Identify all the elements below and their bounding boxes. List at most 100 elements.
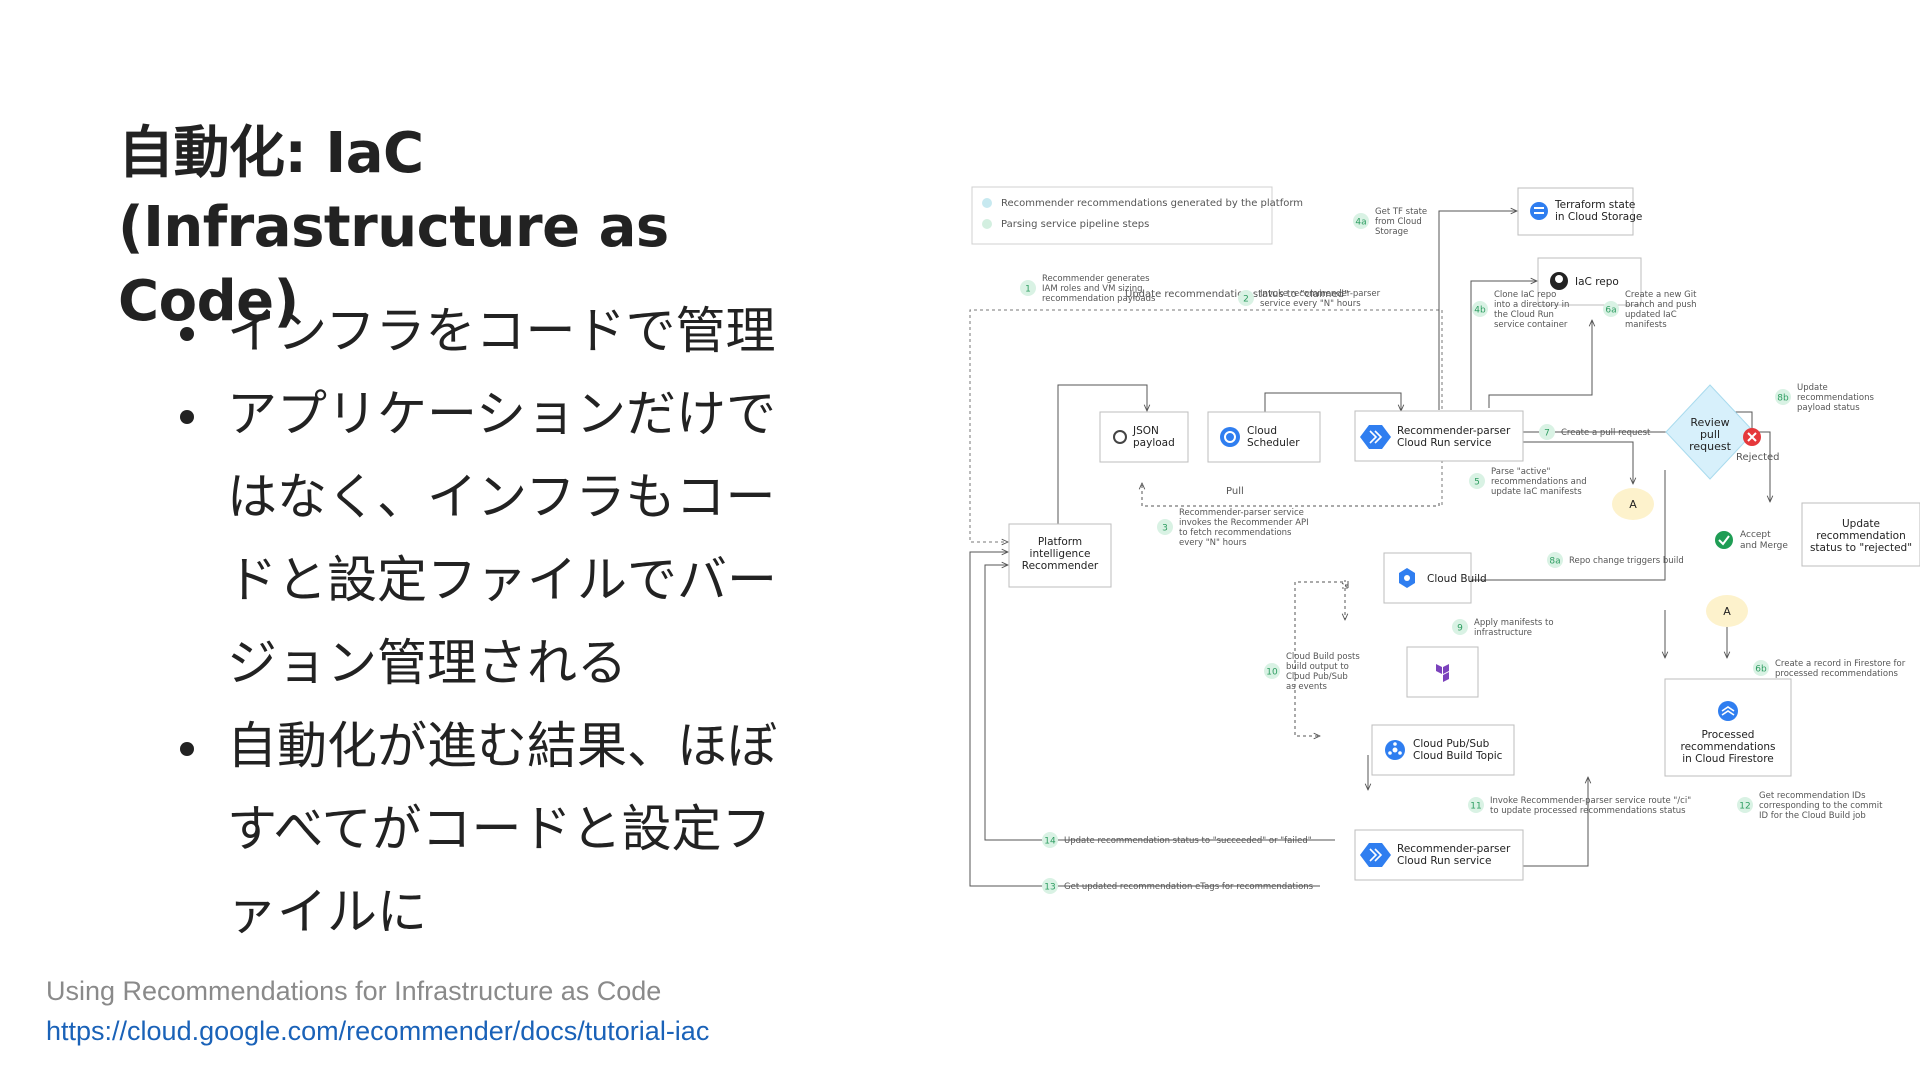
step-number-badge — [1775, 389, 1791, 405]
step-number: 6b — [1755, 665, 1767, 675]
node-review: Review pull request — [1665, 384, 1755, 480]
step-text: Clone IaC repo — [1494, 290, 1556, 300]
step-number: 4b — [1474, 306, 1486, 316]
svg-text:JSON: JSON — [1132, 425, 1159, 437]
step-text: Get recommendation IDs — [1759, 791, 1866, 801]
node-terraform-state: Terraform state in Cloud Storage — [1517, 187, 1642, 236]
step-text: Invoke Recommender-parser service route … — [1490, 796, 1691, 806]
svg-text:Scheduler: Scheduler — [1247, 437, 1300, 449]
bullet-item: インフラをコードで管理 — [180, 290, 810, 373]
scheduler-icon — [1220, 427, 1240, 447]
step-text: Create a pull request — [1561, 428, 1651, 438]
svg-text:in Cloud Storage: in Cloud Storage — [1555, 211, 1642, 223]
svg-text:Processed: Processed — [1702, 729, 1755, 741]
step-text: recommendations — [1797, 393, 1874, 403]
step-number: 1 — [1025, 285, 1031, 295]
step-text: infrastructure — [1474, 628, 1532, 638]
slide-title: 自動化: IaC (Infrastructure as Code) — [118, 121, 669, 334]
step-s7: 7 Create a pull request — [1539, 424, 1651, 440]
step-number-badge — [1042, 878, 1058, 894]
json-icon — [1113, 430, 1127, 444]
svg-text:Update: Update — [1842, 518, 1880, 530]
svg-text:A: A — [1629, 498, 1637, 511]
legend-swatch-green — [982, 219, 992, 229]
step-text: to update processed recommendations stat… — [1490, 806, 1686, 816]
step-text: branch and push — [1625, 300, 1697, 310]
step-text: payload status — [1797, 403, 1860, 413]
node-terraform — [1406, 646, 1479, 698]
step-number: 5 — [1474, 478, 1480, 488]
step-number: 7 — [1544, 429, 1550, 439]
step-text: Invoke recommender-parser — [1260, 289, 1381, 299]
step-text: as events — [1286, 682, 1328, 692]
step-text: Get TF state — [1375, 207, 1427, 217]
step-number: 9 — [1457, 624, 1463, 634]
svg-text:Cloud Build: Cloud Build — [1427, 573, 1487, 585]
node-pubsub: Cloud Pub/Sub Cloud Build Topic — [1371, 724, 1515, 776]
step-number-badge — [1737, 797, 1753, 813]
legend: Recommender recommendations generated by… — [971, 186, 1303, 245]
step-number-badge — [1469, 473, 1485, 489]
step-number: 3 — [1162, 524, 1168, 534]
svg-text:Cloud Build Topic: Cloud Build Topic — [1413, 750, 1503, 762]
step-text: Create a new Git — [1625, 290, 1697, 300]
edge-label-rejected: Rejected — [1736, 452, 1780, 463]
step-text: Apply manifests to — [1474, 618, 1554, 628]
svg-text:pull: pull — [1700, 428, 1720, 441]
step-text: to fetch recommendations — [1179, 528, 1292, 538]
step-text: Cloud Pub/Sub — [1286, 672, 1348, 682]
svg-text:in Cloud Firestore: in Cloud Firestore — [1682, 753, 1774, 765]
step-number-badge — [1238, 290, 1254, 306]
step-text: into a directory in — [1494, 300, 1569, 310]
connector-a: A — [1706, 595, 1748, 627]
svg-text:payload: payload — [1133, 437, 1175, 449]
accept-icon — [1715, 531, 1733, 549]
step-number-badge — [1753, 660, 1769, 676]
terraform-icon — [1436, 664, 1449, 682]
edge-label-claimed: Update recommendation status to "claimed… — [1125, 289, 1349, 300]
svg-text:Recommender-parser: Recommender-parser — [1397, 843, 1511, 855]
step-text: Cloud Build posts — [1286, 652, 1360, 662]
svg-text:intelligence: intelligence — [1030, 548, 1091, 560]
edge-label-pull: Pull — [1226, 486, 1244, 497]
step-text: update IaC manifests — [1491, 487, 1582, 497]
svg-text:Recommender-parser: Recommender-parser — [1397, 425, 1511, 437]
step-text: build output to — [1286, 662, 1349, 672]
step-text: the Cloud Run — [1494, 310, 1554, 320]
step-number-badge — [1452, 619, 1468, 635]
svg-text:Cloud Run service: Cloud Run service — [1397, 437, 1491, 449]
step-text: processed recommendations — [1775, 669, 1898, 679]
svg-text:Review: Review — [1690, 416, 1729, 429]
step-number: 8b — [1777, 394, 1789, 404]
step-text: Recommender generates — [1042, 274, 1150, 284]
step-number: 14 — [1044, 837, 1056, 847]
svg-text:Cloud Run service: Cloud Run service — [1397, 855, 1491, 867]
step-text: Update — [1797, 383, 1828, 393]
svg-text:Cloud Pub/Sub: Cloud Pub/Sub — [1413, 738, 1490, 750]
svg-text:A: A — [1723, 605, 1731, 618]
svg-text:recommendation: recommendation — [1816, 530, 1906, 542]
step-number-badge — [1042, 832, 1058, 848]
connectors — [969, 211, 1770, 887]
step-text: every "N" hours — [1179, 538, 1247, 548]
architecture-diagram: Recommender recommendations generated by… — [969, 186, 1920, 894]
step-text: invokes the Recommender API — [1179, 518, 1309, 528]
step-number: 4a — [1355, 218, 1366, 228]
node-json-payload: JSON payload — [1099, 411, 1189, 463]
node-platform-recommender: Platform intelligence Recommender — [1008, 523, 1112, 588]
legend-swatch-blue — [982, 198, 992, 208]
step-text: from Cloud — [1375, 217, 1422, 227]
source-link[interactable]: https://cloud.google.com/recommender/doc… — [46, 1016, 710, 1046]
step-number: 12 — [1739, 802, 1750, 812]
